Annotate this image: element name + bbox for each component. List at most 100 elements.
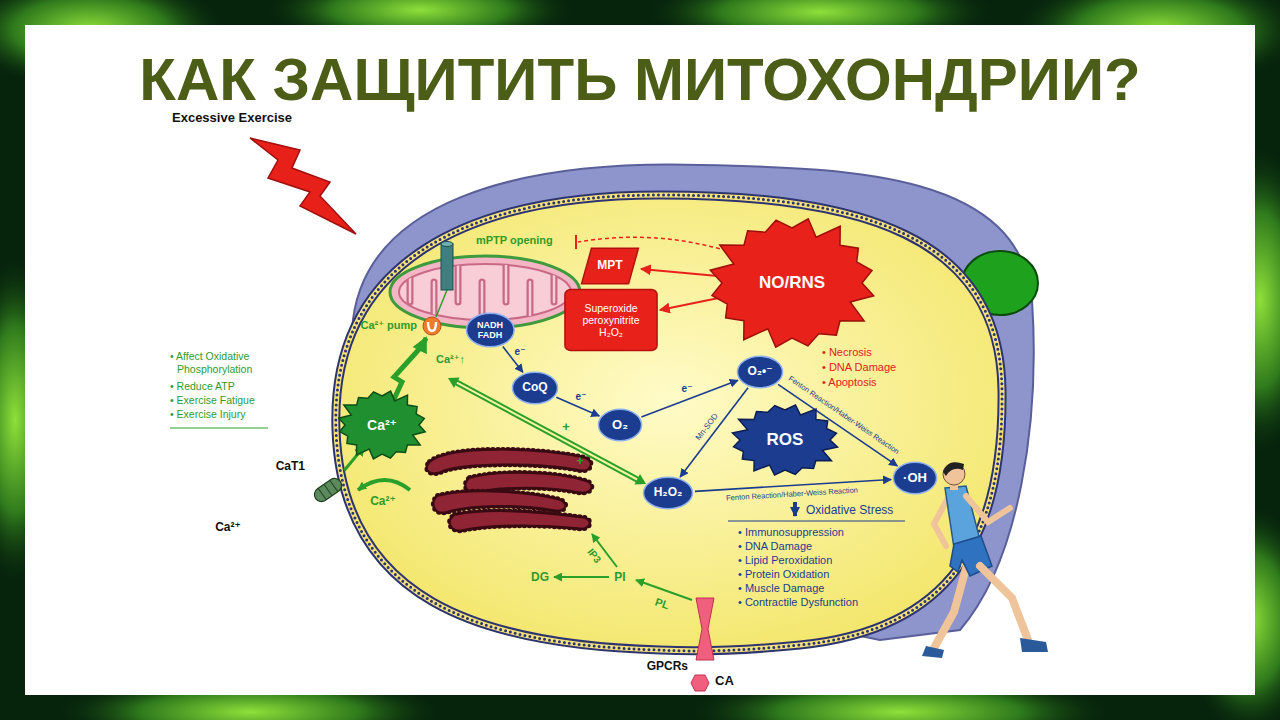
double-arrow-part bbox=[448, 377, 460, 388]
text-group: CA bbox=[715, 674, 734, 689]
messenger-label: IP3 bbox=[585, 546, 604, 565]
ligand-hexagon-icon bbox=[690, 674, 710, 692]
stress-item: • Immunosuppression bbox=[738, 526, 905, 539]
text-group: H₂O₂ bbox=[654, 486, 683, 500]
cell-membrane-part bbox=[336, 195, 1002, 651]
cell-membrane bbox=[336, 195, 1002, 651]
runner-figure-part bbox=[943, 462, 964, 476]
text-group: NADH FADH bbox=[475, 320, 505, 341]
ros-product-box-shape bbox=[565, 290, 657, 351]
stress-item: • DNA Damage bbox=[738, 540, 905, 553]
mitochondrion-part-part bbox=[410, 262, 554, 322]
node-label: MPT bbox=[597, 259, 622, 273]
oxygen-oval-shape bbox=[598, 409, 641, 440]
calcium-channel: CaT1 bbox=[310, 472, 346, 508]
double-arrow-part bbox=[634, 474, 646, 485]
trigger-label: Excessive Exercise bbox=[172, 110, 292, 126]
stress-arrow-part bbox=[793, 502, 797, 516]
node-label: CA bbox=[715, 674, 734, 689]
effect-item: • Exercise Fatigue bbox=[170, 394, 295, 407]
node-label: CoQ bbox=[522, 381, 547, 395]
endoplasmic-reticulum-part bbox=[450, 511, 589, 530]
outcome-item: • Apoptosis bbox=[822, 376, 939, 389]
endoplasmic-reticulum bbox=[427, 450, 591, 530]
ros-burst-shape bbox=[732, 405, 837, 475]
node-label: ROS bbox=[767, 430, 804, 450]
background-part bbox=[25, 25, 1255, 695]
runner-figure-part bbox=[980, 566, 1028, 640]
plus-sign: + bbox=[576, 453, 584, 469]
connector bbox=[393, 338, 426, 402]
stress-item: • Protein Oxidation bbox=[738, 568, 905, 581]
nadh-oval-shape bbox=[466, 313, 514, 346]
cell-membrane-part bbox=[336, 195, 1002, 651]
oxygen-oval: O₂ bbox=[598, 409, 642, 441]
stress-arrow bbox=[728, 502, 905, 521]
text-group: CoQ bbox=[522, 381, 547, 395]
text-group: NO/RNS bbox=[759, 273, 825, 293]
no-rns-burst: NO/RNS bbox=[722, 228, 862, 338]
runner-figure-part bbox=[934, 498, 948, 546]
mptp-channel-part bbox=[436, 290, 447, 317]
endoplasmic-reticulum-part bbox=[427, 450, 590, 473]
double-arrow bbox=[448, 377, 646, 484]
coq-oval-shape bbox=[512, 372, 557, 403]
calcium-pump: Ca²⁺ pump bbox=[422, 316, 442, 336]
mptp-channel-part bbox=[441, 244, 453, 290]
calcium-channel-part bbox=[312, 476, 345, 505]
signal-arrows-part bbox=[554, 576, 609, 578]
edge-label: Fenton Reaction/Haber-Weiss Reaction bbox=[726, 485, 858, 502]
ion-label: Ca²⁺ bbox=[370, 494, 396, 508]
node-label: Ca²⁺ pump bbox=[360, 319, 417, 332]
text-group: ·OH bbox=[903, 471, 927, 486]
plus-sign: + bbox=[562, 419, 570, 435]
node-label: CaT1 bbox=[276, 460, 305, 474]
messenger-label: PL bbox=[653, 595, 671, 612]
ros-burst: ROS bbox=[740, 410, 830, 470]
node-label: GPCRs bbox=[647, 660, 688, 674]
text-group: O₂•⁻ bbox=[747, 365, 772, 379]
text-group: GPCRs bbox=[647, 660, 688, 674]
runner-figure-part bbox=[966, 496, 1010, 522]
calcium-channel-part bbox=[318, 480, 337, 499]
outcome-item: • Necrosis bbox=[822, 346, 939, 359]
superoxide-oval: O₂•⁻ bbox=[737, 356, 783, 388]
node-label: Superoxide peroxynitrite bbox=[570, 302, 652, 326]
gpcr-receptor-part bbox=[696, 598, 714, 660]
ion-label: Ca²⁺ bbox=[215, 520, 241, 534]
node-label: Ca²⁺ bbox=[367, 417, 397, 433]
runner-figure-part bbox=[934, 568, 966, 648]
hydroxyl-oval: ·OH bbox=[893, 462, 937, 494]
endoplasmic-reticulum-part bbox=[427, 450, 590, 473]
page-title: КАК ЗАЩИТИТЬ МИТОХОНДРИИ? bbox=[0, 50, 1280, 110]
calcium-burst-shape bbox=[339, 391, 425, 459]
coq-oval: CoQ bbox=[512, 372, 558, 404]
runner-figure-part bbox=[922, 646, 944, 658]
effect-item: • Exercise Injury bbox=[170, 408, 295, 421]
edge-label: Mn-SOD bbox=[694, 412, 720, 443]
text-group: MPT bbox=[597, 259, 622, 273]
mitochondrion-part-part bbox=[410, 262, 554, 322]
calcium-burst: Ca²⁺ bbox=[345, 396, 419, 454]
messenger-label: DG bbox=[531, 570, 549, 584]
endoplasmic-reticulum-part bbox=[450, 511, 589, 530]
calcium-channel-part bbox=[312, 476, 345, 505]
nadh-oval: NADH FADH bbox=[466, 313, 515, 347]
ros-product-box: Superoxide peroxynitriteH₂O₂ bbox=[564, 289, 658, 351]
stress-item: • Muscle Damage bbox=[738, 582, 905, 595]
mptp-channel-part bbox=[441, 242, 453, 247]
text-group: Superoxide peroxynitriteH₂O₂ bbox=[570, 302, 652, 338]
text-group: CaT1 bbox=[276, 460, 305, 474]
stress-item: • Contractile Dysfunction bbox=[738, 596, 905, 609]
edge-label: e⁻ bbox=[576, 391, 587, 403]
edge-label: e⁻ bbox=[682, 383, 693, 395]
runner-figure-part bbox=[943, 463, 965, 485]
peroxide-oval-shape bbox=[644, 477, 693, 508]
stress-item: • Lipid Peroxidation bbox=[738, 554, 905, 567]
calcium-pump-part bbox=[423, 317, 441, 335]
edge-label: e⁻ bbox=[515, 346, 526, 358]
ligand-hexagon: CA bbox=[690, 674, 710, 692]
